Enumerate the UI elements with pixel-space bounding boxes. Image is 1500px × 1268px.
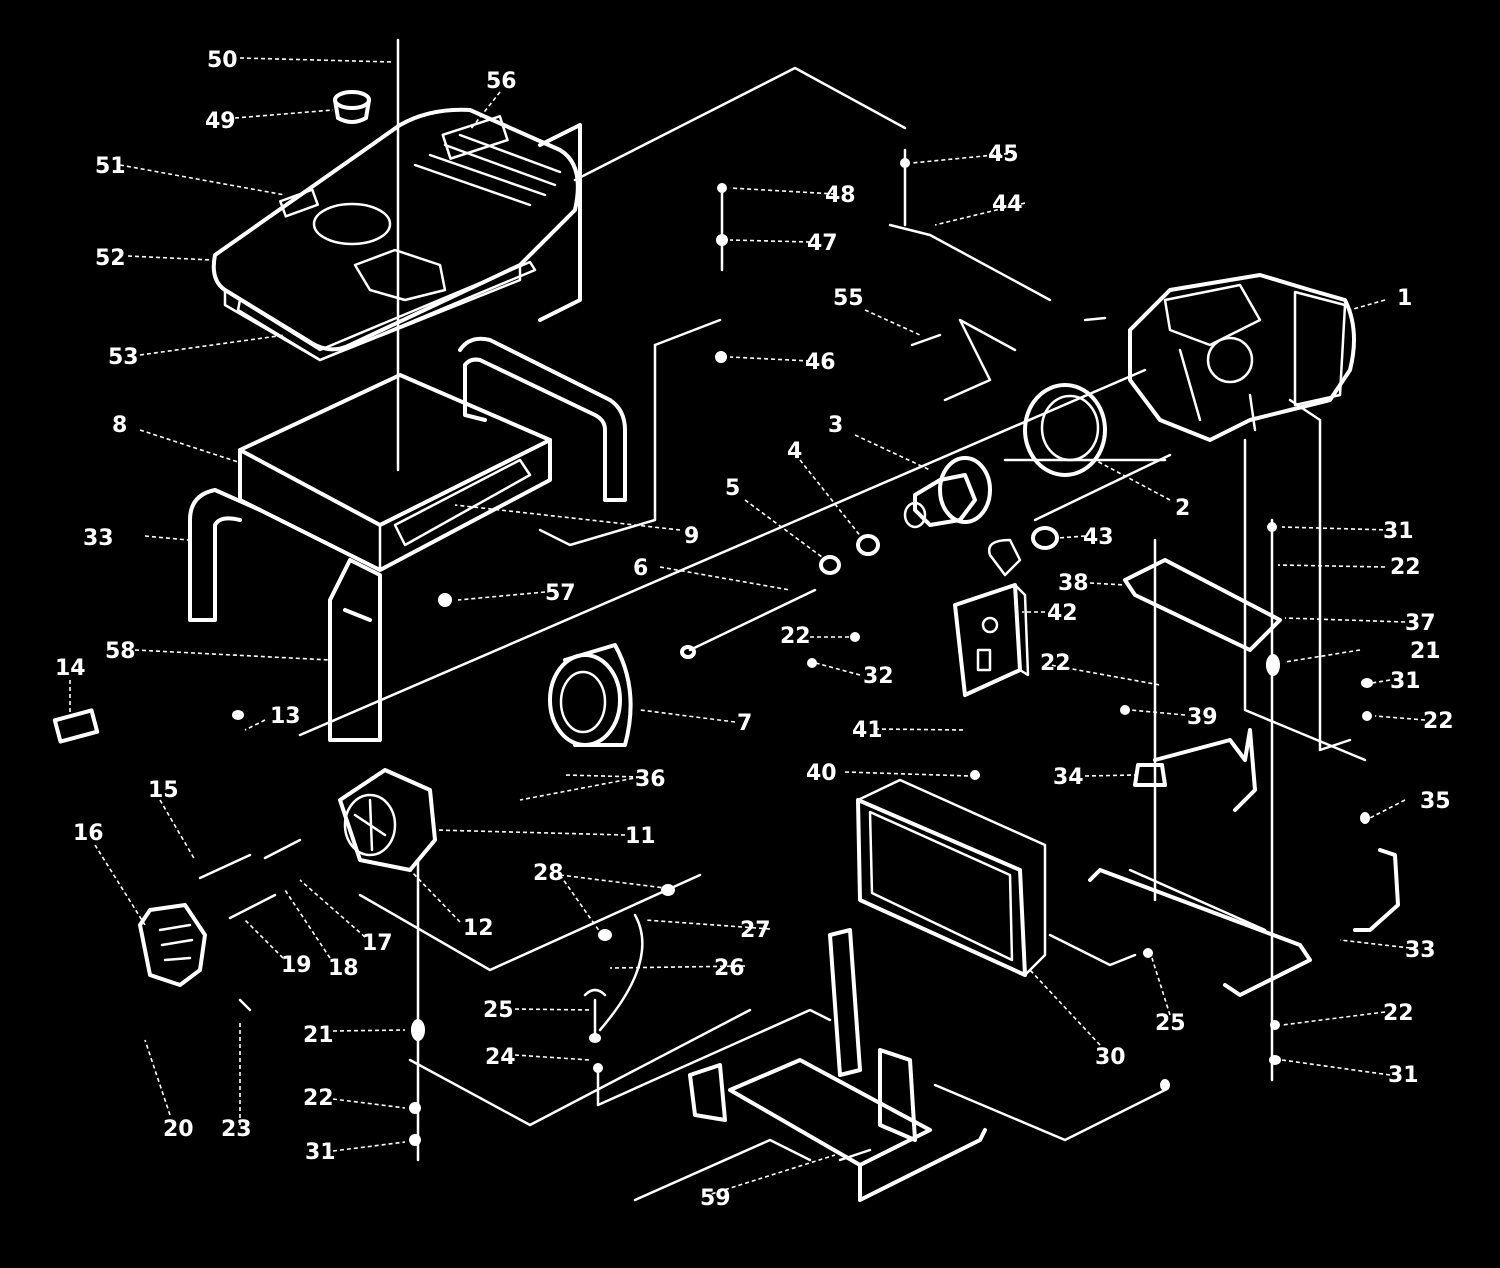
rotor-fan (903, 456, 992, 529)
part-14 (52, 708, 100, 744)
control-panel-box (238, 373, 552, 572)
bracket-38 (1123, 558, 1282, 652)
callout-9: 9 (684, 524, 699, 549)
callout-8: 8 (112, 413, 127, 438)
callout-52: 52 (95, 246, 126, 271)
frame-left (188, 336, 627, 622)
callout-33b: 33 (1405, 938, 1436, 963)
callout-35: 35 (1420, 789, 1451, 814)
callout-22f: 22 (1040, 651, 1071, 676)
callout-20: 20 (163, 1117, 194, 1142)
stand-leg-left (328, 558, 382, 742)
callout-49: 49 (205, 109, 236, 134)
callout-51: 51 (95, 154, 126, 179)
base-frame (688, 928, 987, 1202)
frame-post (538, 123, 582, 322)
callout-3: 3 (828, 413, 843, 438)
callout-19: 19 (281, 953, 312, 978)
callout-11: 11 (625, 824, 656, 849)
end-bell (338, 768, 437, 872)
callout-40: 40 (806, 761, 837, 786)
callout-21a: 21 (303, 1023, 334, 1048)
callout-12: 12 (463, 916, 494, 941)
callout-33a: 33 (83, 526, 114, 551)
washer-5 (819, 555, 841, 575)
callout-31a: 31 (1383, 519, 1414, 544)
callout-1: 1 (1397, 286, 1412, 311)
stator (548, 643, 633, 747)
callout-13: 13 (270, 704, 301, 729)
callout-44: 44 (992, 192, 1023, 217)
callout-22b: 22 (780, 624, 811, 649)
callouts: 1 2 3 4 5 6 7 8 9 11 12 13 14 15 16 17 1… (55, 48, 1454, 1211)
callout-48: 48 (825, 183, 856, 208)
hardware (198, 148, 1373, 1146)
callout-31c: 31 (1388, 1063, 1419, 1088)
callout-14: 14 (55, 656, 86, 681)
callout-56: 56 (486, 69, 517, 94)
callout-37: 37 (1405, 611, 1436, 636)
through-bolt (688, 588, 817, 652)
callout-22d: 22 (1383, 1001, 1414, 1026)
leader-lines (69, 57, 1426, 1197)
callout-57: 57 (545, 581, 576, 606)
callout-34: 34 (1053, 765, 1084, 790)
callout-59: 59 (700, 1186, 731, 1211)
callout-22c: 22 (1390, 555, 1421, 580)
callout-6: 6 (633, 556, 648, 581)
callout-31b: 31 (1390, 669, 1421, 694)
callout-27: 27 (740, 918, 771, 943)
callout-58: 58 (105, 639, 136, 664)
fuel-cap (333, 90, 371, 124)
callout-22a: 22 (303, 1086, 334, 1111)
callout-38: 38 (1058, 571, 1089, 596)
tank-gasket (236, 260, 537, 362)
callout-5: 5 (725, 476, 740, 501)
engine-adapter (1023, 383, 1107, 477)
frame-right (1088, 728, 1400, 997)
receptacle-panel (953, 538, 1030, 697)
callout-31d: 31 (305, 1140, 336, 1165)
assembly-lines (298, 38, 1367, 1202)
callout-30: 30 (1095, 1045, 1126, 1070)
callout-43: 43 (1083, 525, 1114, 550)
callout-28: 28 (533, 861, 564, 886)
callout-36: 36 (635, 767, 666, 792)
callout-7: 7 (737, 711, 752, 736)
callout-50: 50 (207, 48, 238, 73)
fuel-line (598, 913, 644, 1032)
callout-42: 42 (1047, 601, 1078, 626)
callout-46: 46 (805, 350, 836, 375)
callout-18: 18 (328, 956, 359, 981)
muffler-panel (856, 778, 1047, 977)
part-43 (1031, 526, 1059, 550)
callout-26: 26 (714, 956, 745, 981)
callout-32: 32 (863, 664, 894, 689)
engine (1128, 273, 1356, 442)
callout-2: 2 (1175, 496, 1190, 521)
callout-41: 41 (852, 718, 883, 743)
callout-25b: 25 (1155, 1011, 1186, 1036)
callout-4: 4 (787, 439, 802, 464)
callout-55: 55 (833, 286, 864, 311)
callout-25a: 25 (483, 998, 514, 1023)
callout-22e: 22 (1423, 709, 1454, 734)
callout-17: 17 (362, 931, 393, 956)
fuel-tank (211, 107, 580, 362)
callout-45: 45 (988, 142, 1019, 167)
rear-cover (138, 903, 207, 987)
callout-15: 15 (148, 778, 179, 803)
callout-24: 24 (485, 1045, 516, 1070)
washer-4 (856, 534, 880, 556)
callout-39: 39 (1187, 705, 1218, 730)
callout-16: 16 (73, 821, 104, 846)
callout-53: 53 (108, 345, 139, 370)
callout-47: 47 (807, 231, 838, 256)
callout-23: 23 (221, 1117, 252, 1142)
callout-21b: 21 (1410, 639, 1441, 664)
grommet-34 (1133, 763, 1167, 787)
